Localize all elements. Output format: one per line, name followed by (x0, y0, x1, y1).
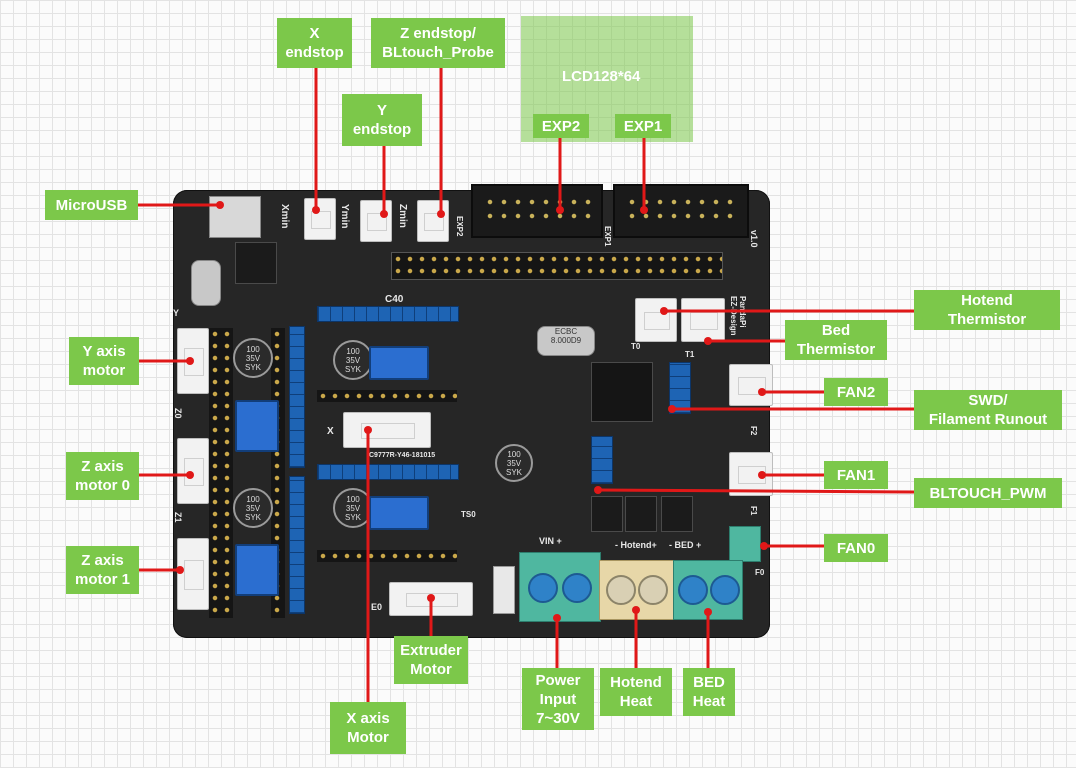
label-bed-heat: BED Heat (683, 668, 735, 716)
label-microusb: MicroUSB (45, 190, 138, 220)
label-hotend-heat: Hotend Heat (600, 668, 672, 716)
label-fan1: FAN1 (824, 461, 888, 489)
label-exp1: EXP1 (615, 114, 671, 138)
label-y-endstop: Y endstop (342, 94, 422, 146)
label-z-axis-motor-1: Z axis motor 1 (66, 546, 139, 594)
label-x-axis-motor: X axis Motor (330, 702, 406, 754)
label-y-axis-motor: Y axis motor (69, 337, 139, 385)
label-fan0: FAN0 (824, 534, 888, 562)
label-swd: SWD/ Filament Runout (914, 390, 1062, 430)
label-power-input: Power Input 7~30V (522, 668, 594, 730)
label-hotend-thermistor: Hotend Thermistor (914, 290, 1060, 330)
label-x-endstop: X endstop (277, 18, 352, 68)
label-z-endstop: Z endstop/ BLtouch_Probe (371, 18, 505, 68)
label-exp2: EXP2 (533, 114, 589, 138)
label-extruder-motor: Extruder Motor (394, 636, 468, 684)
label-bltouch-pwm: BLTOUCH_PWM (914, 478, 1062, 508)
line-bltouch-pwm (598, 490, 914, 492)
label-fan2: FAN2 (824, 378, 888, 406)
label-z-axis-motor-0: Z axis motor 0 (66, 452, 139, 500)
label-bed-thermistor: Bed Thermistor (785, 320, 887, 360)
